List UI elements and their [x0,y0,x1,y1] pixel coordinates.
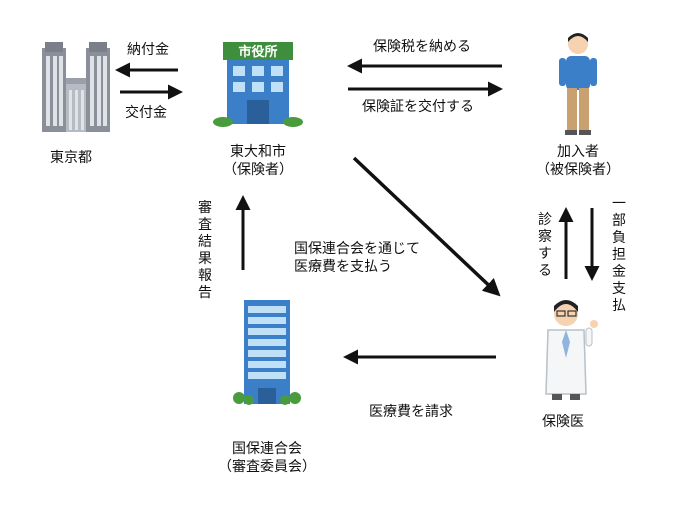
pay-tax-label: 保険税を納める [373,39,471,55]
insured-label-name: 加入者 [557,144,599,160]
insured-label: 加入者 （被保険者） [528,143,628,179]
grant-label: 交付金 [125,105,167,121]
examination-label: 診察する [538,212,552,279]
tokyo-label: 東京都 [50,150,92,166]
tokyo-building-icon [42,42,110,132]
city-hall-sign: 市役所 [238,44,277,60]
pay-medical-line2: 医療費を支払う [294,259,392,275]
issue-card-label: 保険証を交付する [362,99,474,115]
doctor-icon [545,300,598,400]
arrow-pay-medical [352,156,501,297]
review-report-label: 審査結果報告 [198,200,212,301]
insured-person-icon [559,33,597,135]
payment-label: 納付金 [127,42,169,58]
insured-label-role: （被保険者） [536,162,620,178]
copay-label: 一部負担金支払 [612,196,626,314]
pay-medical-label: 国保連合会を通じて 医療費を支払う [294,240,420,276]
pay-medical-line1: 国保連合会を通じて [294,241,420,257]
federation-label-name: 国保連合会 [232,441,302,457]
city-label-name: 東大和市 [230,144,286,160]
claim-label: 医療費を請求 [369,404,453,420]
federation-building-icon [233,300,301,405]
doctor-label: 保険医 [542,414,584,430]
federation-label: 国保連合会 （審査委員会） [212,440,322,476]
city-label-role: （保険者） [223,162,293,178]
city-label: 東大和市 （保険者） [208,143,308,179]
city-hall-icon: 市役所 [213,42,303,127]
federation-label-role: （審査委員会） [218,459,316,475]
